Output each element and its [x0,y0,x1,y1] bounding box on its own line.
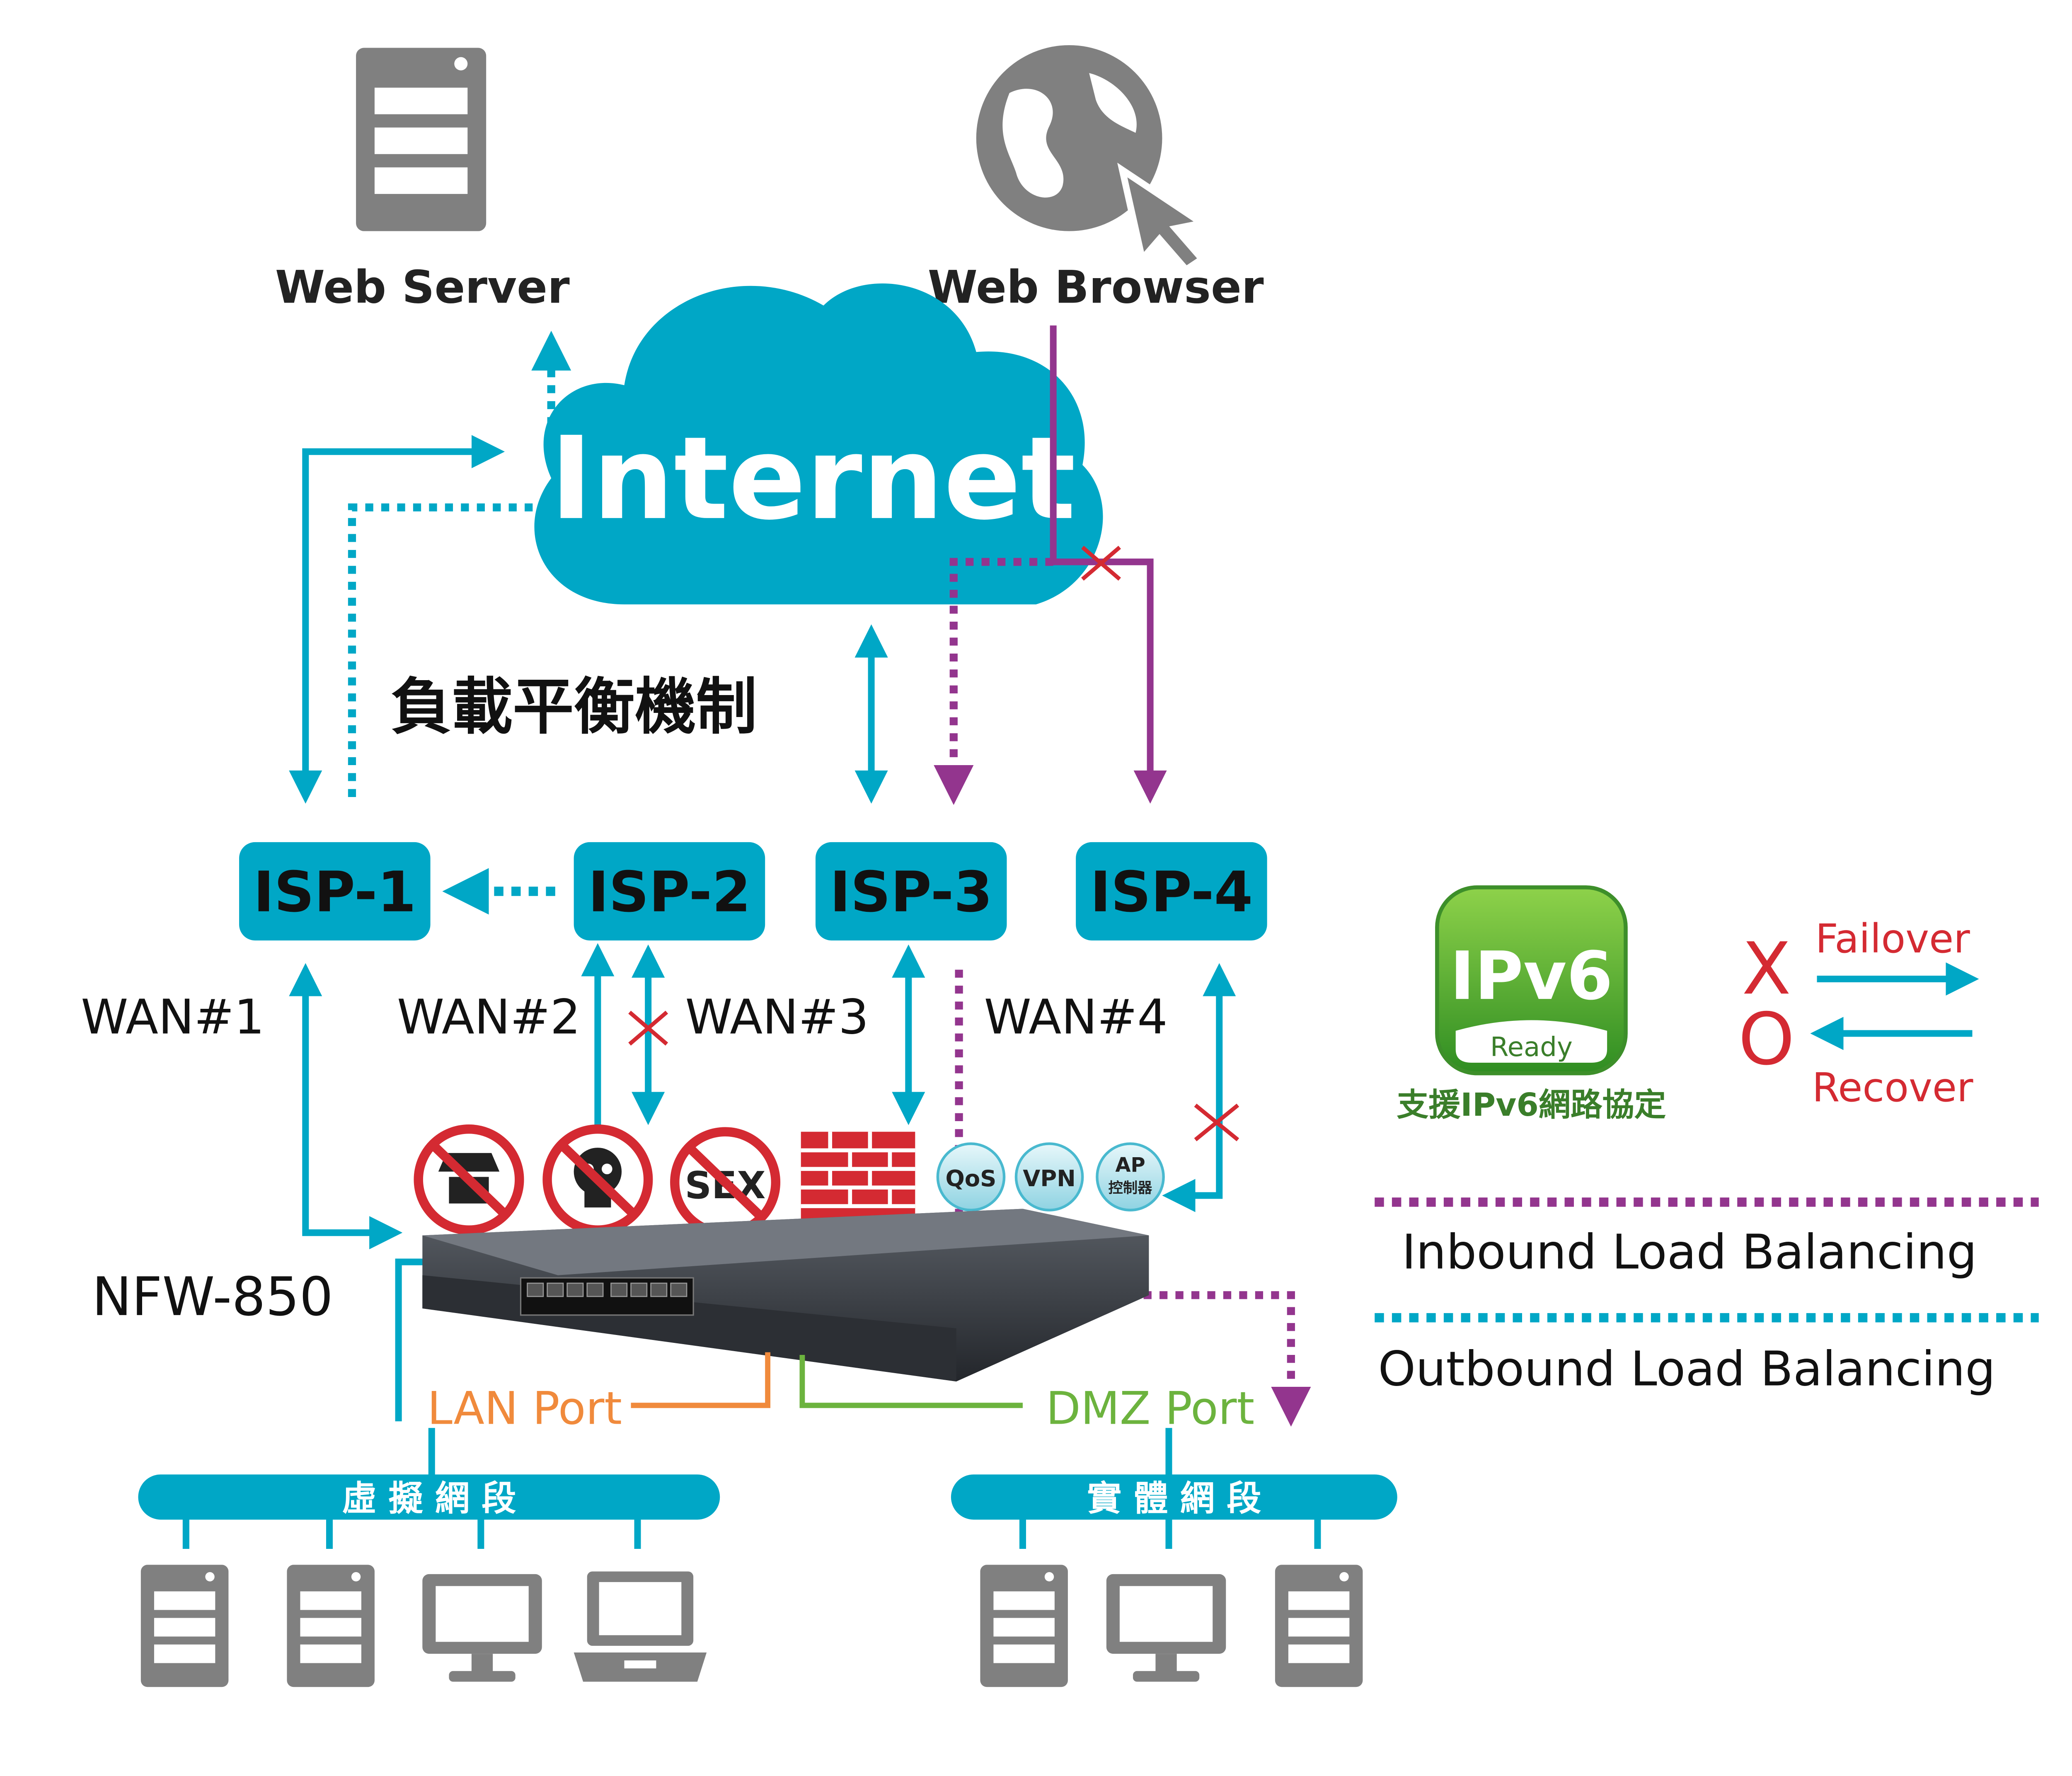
wan4-inbound-dotted [955,969,1311,1427]
desktop-icon [422,1574,542,1682]
laptop-icon [574,1571,707,1682]
qos-label: QoS [945,1165,996,1192]
legend-outbound: Outbound Load Balancing [1375,1313,2039,1397]
wan2-label: WAN#2 [397,989,581,1045]
inbound-dotted-isp3 [934,558,1053,805]
server-icon [1275,1565,1363,1687]
sex-prohibited-icon: SEX [670,1127,781,1238]
desktop-icon [1106,1574,1226,1682]
load-balancing-title: 負載平衡機制 [390,671,757,742]
legend-failover: X Failover [1742,916,1979,1010]
firewall-brick-icon [801,1132,915,1225]
vpn-badge: VPN [1014,1142,1084,1211]
ap-controller-badge: AP 控制器 [1096,1142,1165,1211]
physical-segment-bar: 實 體 網 段 [951,1428,1397,1549]
virtual-segment-bar: 虛 擬 網 段 [138,1428,720,1549]
vpn-label: VPN [1023,1165,1076,1192]
nfw-850-device [422,1209,1149,1382]
dmz-port-label: DMZ Port [1046,1382,1254,1435]
recover-label: Recover [1812,1064,1973,1111]
ipv6-caption: 支援IPv6網路協定 [1397,1087,1666,1124]
physical-segment-label: 實 體 網 段 [1087,1478,1261,1519]
isp-2-label: ISP-2 [588,860,751,925]
failover-cross-wan4 [1194,1103,1239,1141]
isp-1-box: ISP-1 [239,842,431,941]
server-icon [980,1565,1068,1687]
device-label: NFW-850 [92,1266,333,1328]
failover-cross-wan2 [628,1010,668,1046]
skull-prohibited-icon [542,1124,653,1235]
wan4-link [1162,963,1236,1212]
web-server-label: Web Server [275,261,570,314]
outbound-link-isp1 [289,435,505,804]
server-icon [140,1565,229,1687]
virtual-segment-label: 虛 擬 網 段 [342,1478,516,1519]
failover-symbol: X [1742,927,1791,1010]
qos-badge: QoS [936,1142,1006,1211]
recover-symbol: O [1738,997,1795,1081]
dmz-port-link [799,1355,1023,1408]
ipv6-ready-badge: IPv6 Ready [1435,885,1628,1076]
wan4-label: WAN#4 [984,989,1168,1045]
server-icon [287,1565,375,1687]
ipv6-subtitle: Ready [1490,1032,1573,1063]
legend-recover: O Recover [1738,997,1973,1111]
lan-port-label: LAN Port [427,1382,622,1435]
wan1-label: WAN#1 [81,989,264,1045]
server-icon [356,48,487,231]
internet-label: Internet [550,412,1075,545]
isp-1-label: ISP-1 [253,860,416,925]
wan3-label: WAN#3 [685,989,869,1045]
failover-cross-top [1081,545,1121,581]
outbound-dotted-isp1 [348,331,571,797]
ap-label: AP [1115,1153,1145,1177]
inbound-label: Inbound Load Balancing [1402,1225,1977,1280]
spy-prohibited-icon [414,1124,524,1235]
web-browser-label: Web Browser [928,261,1264,314]
cloud-icon [534,283,1103,605]
isp-4-box: ISP-4 [1076,842,1267,941]
outbound-label: Outbound Load Balancing [1378,1342,1995,1397]
ipv6-title: IPv6 [1450,937,1613,1015]
globe-cursor-icon [976,45,1211,274]
isp-3-box: ISP-3 [815,842,1007,941]
isp-4-label: ISP-4 [1090,860,1253,925]
lan-port-link [631,1352,771,1408]
isp-2-box: ISP-2 [574,842,765,941]
isp-3-label: ISP-3 [830,860,992,925]
failover-label: Failover [1815,916,1970,962]
legend-inbound: Inbound Load Balancing [1375,1197,2039,1280]
wan1-link [289,963,403,1250]
ap-controller-label: 控制器 [1109,1180,1153,1197]
